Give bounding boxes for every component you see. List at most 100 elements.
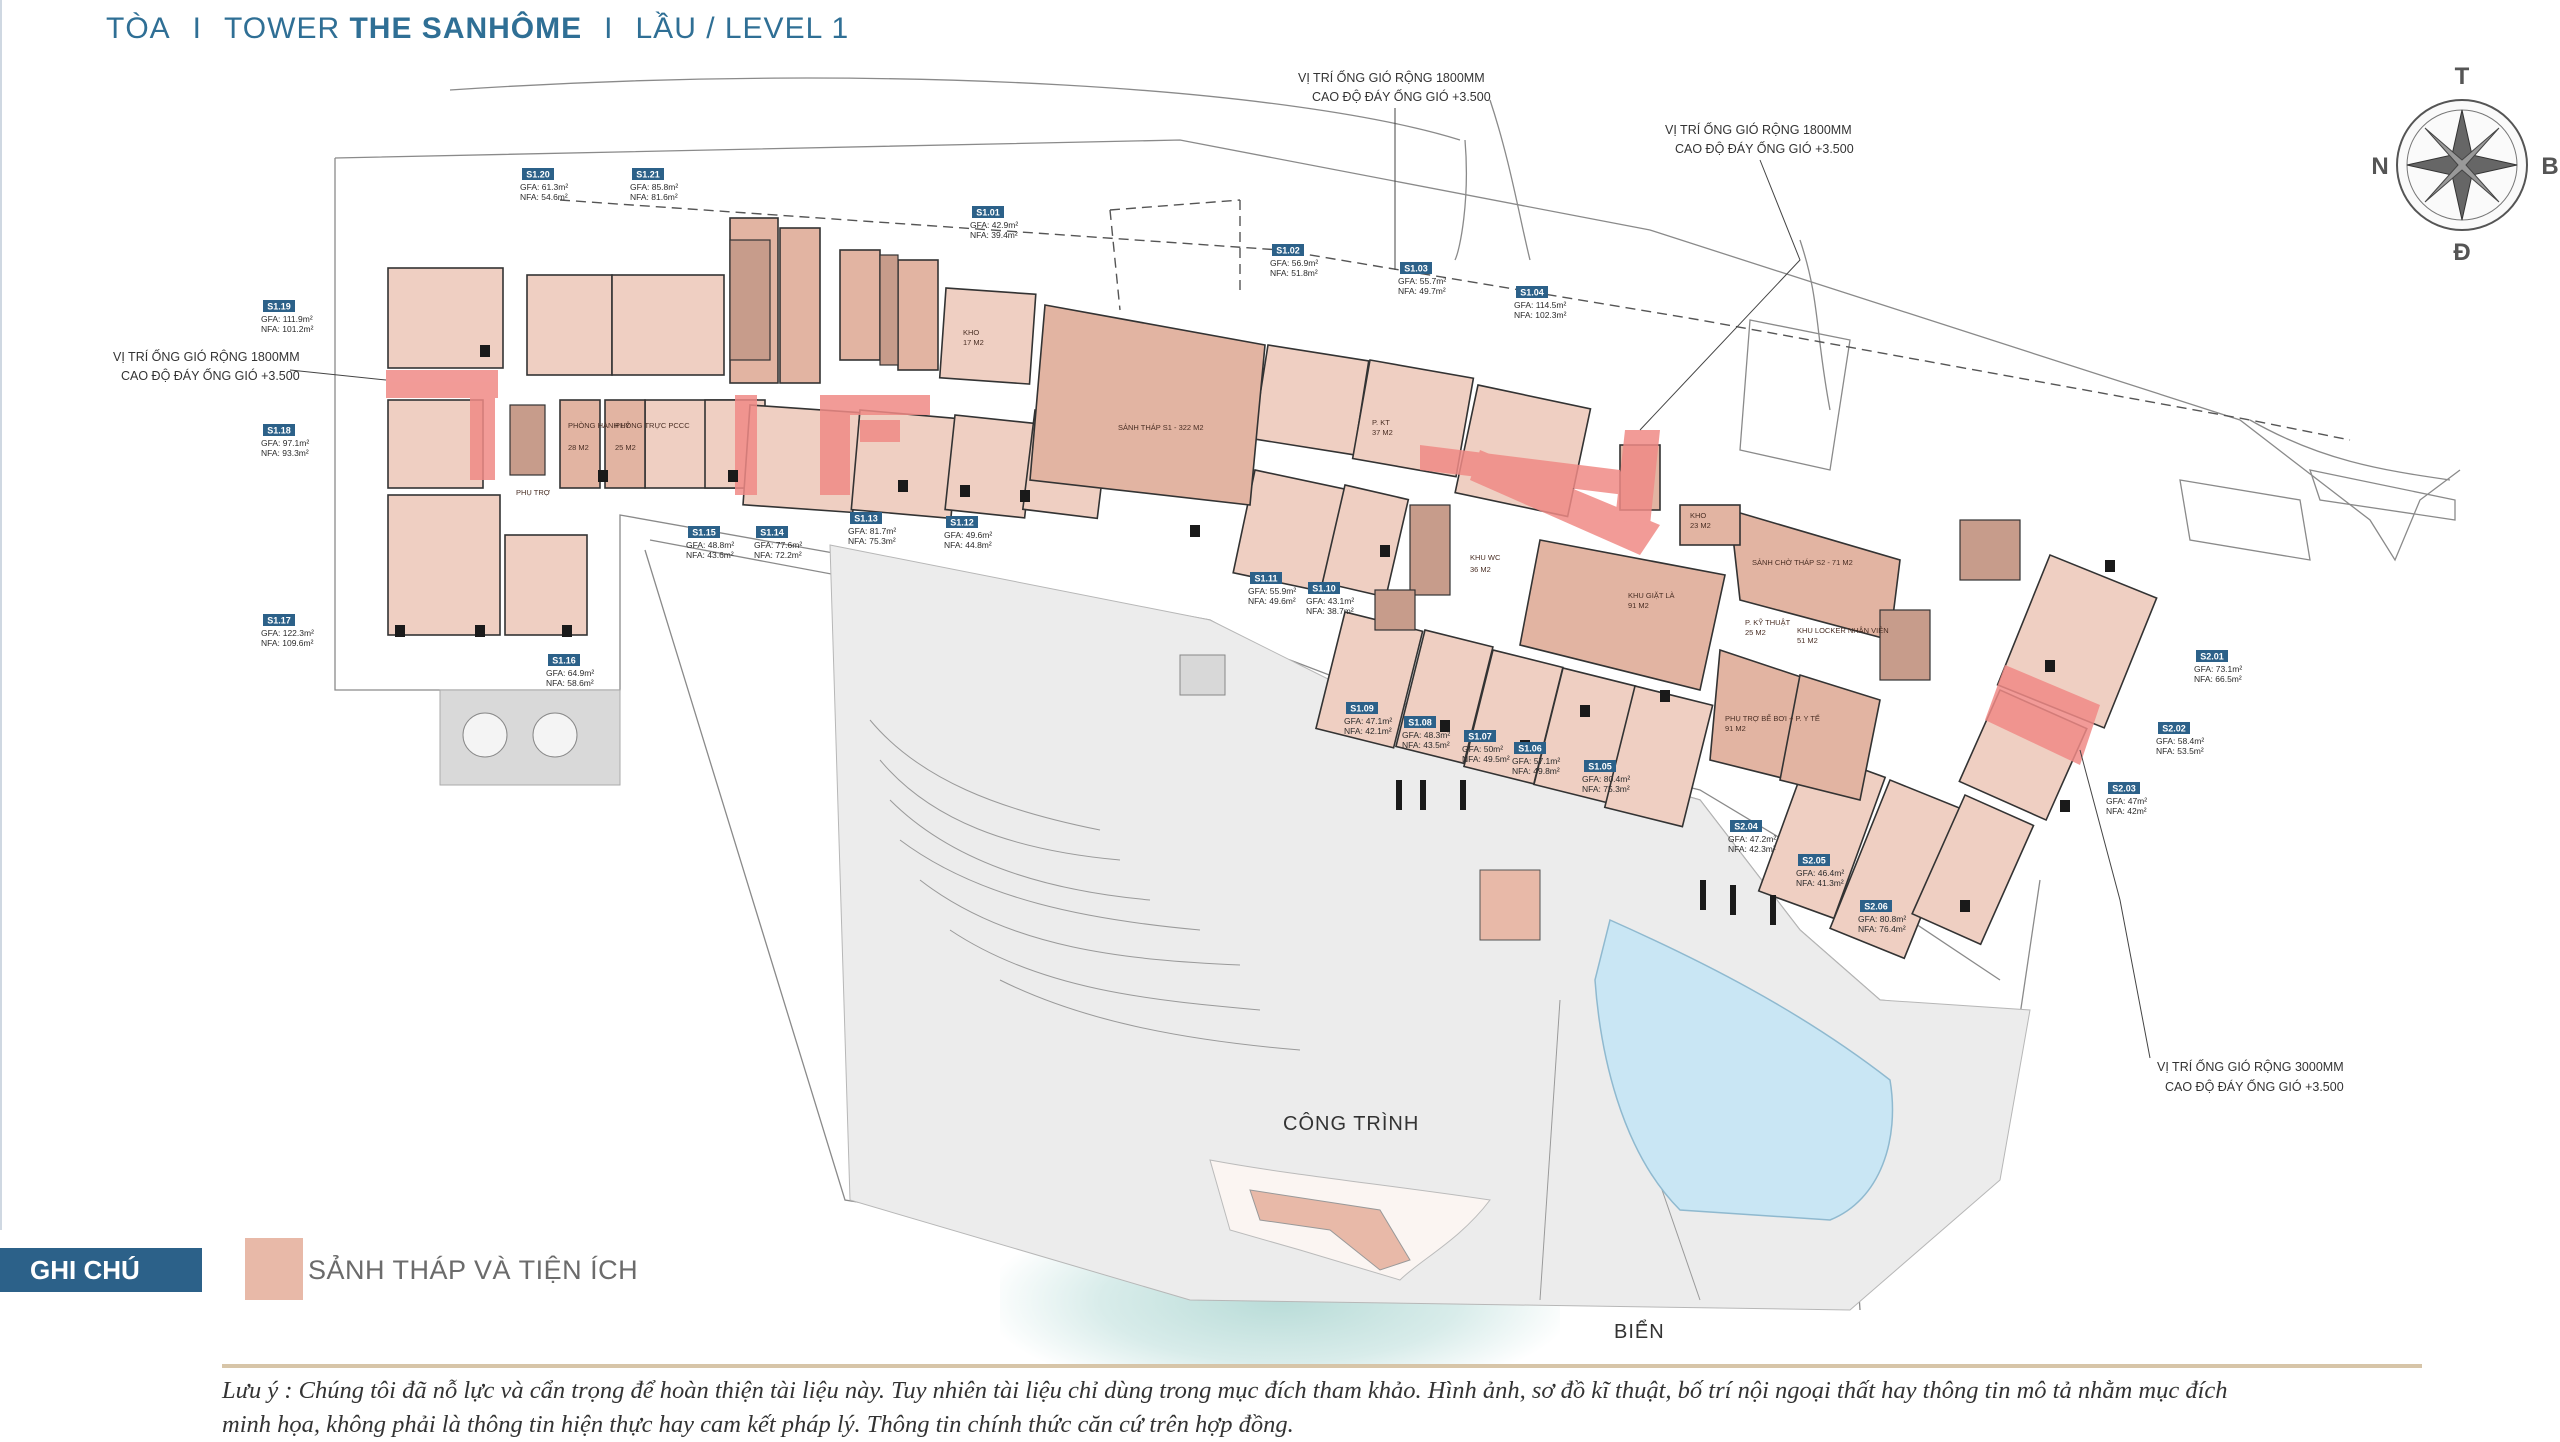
unit-gfa: GFA: 85.8m² (630, 182, 678, 192)
unit-tag-label: S1.03 (1404, 264, 1428, 274)
vent-note-3-line1: VỊ TRÍ ỐNG GIÓ RỘNG 1800MM (113, 349, 300, 364)
unit-nfa: NFA: 43.6m² (686, 550, 734, 560)
unit-gfa: GFA: 122.3m² (261, 628, 314, 638)
unit-tag-box (2158, 722, 2190, 734)
unit-tag-box (1400, 262, 1432, 274)
unit-gfa: GFA: 77.6m² (754, 540, 802, 550)
header-separator-2: I (604, 12, 614, 45)
unit-tag-label: S1.20 (526, 170, 550, 180)
room-pool-support-area: 91 M2 (1725, 724, 1746, 733)
compass-bottom: Đ (2453, 239, 2470, 266)
unit-gfa: GFA: 97.1m² (261, 438, 309, 448)
unit-tag-box (548, 654, 580, 666)
vent-leader-lines (289, 108, 2151, 1059)
unit-tag-label: S1.07 (1468, 732, 1492, 742)
page-header: TÒA I TOWER THE SANHÔME I LẦU / LEVEL 1 (106, 12, 849, 46)
unit-tag-label: S1.01 (976, 208, 1000, 218)
unit-tag-label: S1.02 (1276, 246, 1300, 256)
disclaimer-line-2: minh họa, không phải là thông tin hiện t… (222, 1411, 1294, 1438)
unit-gfa: GFA: 48.3m² (1402, 730, 1450, 740)
boundary-dashed (559, 199, 2351, 441)
unit-gfa: GFA: 43.1m² (1306, 596, 1354, 606)
disclaimer-rule (222, 1364, 2422, 1368)
unit-nfa: NFA: 49.7m² (1398, 286, 1446, 296)
unit-tag-box (1272, 244, 1304, 256)
room-storage-area: 23 M2 (1690, 521, 1711, 530)
unit-nfa: NFA: 109.6m² (261, 638, 314, 648)
header-toa: TÒA (106, 12, 171, 45)
legend-title: GHI CHÚ (0, 1248, 202, 1292)
unit-tag-label: S1.08 (1408, 718, 1432, 728)
unit-gfa: GFA: 111.9m² (261, 314, 313, 324)
unit-tag-label: S2.01 (2200, 652, 2224, 662)
unit-nfa: NFA: 42m² (2106, 806, 2147, 816)
unit-nfa: NFA: 49.6m² (1248, 596, 1296, 606)
unit-tag-box (1584, 760, 1616, 772)
unit-tag-box (850, 512, 882, 524)
unit-gfa: GFA: 80.4m² (1582, 774, 1630, 784)
unit-nfa: NFA: 51.8m² (1270, 268, 1318, 278)
unit-gfa: GFA: 73.1m² (2194, 664, 2242, 674)
unit-tag-label: S1.17 (267, 616, 291, 626)
building-cores (509, 239, 2021, 681)
legend-swatch (245, 1238, 303, 1300)
room-locker-area: 51 M2 (1797, 636, 1818, 645)
disclaimer-line-1: Lưu ý : Chúng tôi đã nỗ lực và cẩn trọng… (222, 1377, 2228, 1404)
amenity-blocks (559, 217, 1901, 801)
unit-nfa: NFA: 42.3m² (1728, 844, 1776, 854)
structural-columns (395, 345, 2115, 925)
room-tech-2-area: 37 M2 (1372, 428, 1393, 437)
unit-gfa: GFA: 114.5m² (1514, 300, 1566, 310)
compass-left: N (2371, 153, 2388, 180)
vent-note-4-line1: VỊ TRÍ ỐNG GIÓ RỘNG 3000MM (2157, 1059, 2344, 1074)
unit-tag-label: S1.05 (1588, 762, 1612, 772)
unit-tag-label: S2.03 (2112, 784, 2136, 794)
unit-gfa: GFA: 61.3m² (520, 182, 568, 192)
landscape-lines (869, 719, 1701, 1301)
header-separator: I (192, 12, 203, 45)
unit-tag-box (946, 516, 978, 528)
unit-nfa: NFA: 49.8m² (1512, 766, 1560, 776)
unit-nfa: NFA: 93.3m² (261, 448, 309, 458)
room-laundry-area: 91 M2 (1628, 601, 1649, 610)
unit-nfa: NFA: 41.3m² (1796, 878, 1844, 888)
unit-nfa: NFA: 58.6m² (546, 678, 594, 688)
unit-tag-box (1346, 702, 1378, 714)
unit-nfa: NFA: 66.5m² (2194, 674, 2242, 684)
unit-nfa: NFA: 75.3m² (1582, 784, 1630, 794)
unit-nfa: NFA: 44.8m² (944, 540, 992, 550)
legend-item-label: SẢNH THÁP VÀ TIỆN ÍCH (308, 1255, 639, 1285)
unit-gfa: GFA: 80.8m² (1858, 914, 1906, 924)
vent-notes: VỊ TRÍ ỐNG GIÓ RỘNG 1800MM CAO ĐỘ ĐÁY ỐN… (113, 70, 2344, 1094)
unit-gfa: GFA: 46.4m² (1796, 868, 1844, 878)
unit-tag-box (688, 526, 720, 538)
unit-tag-box (1514, 742, 1546, 754)
vent-note-4-line2: CAO ĐỘ ĐÁY ỐNG GIÓ +3.500 (2165, 1079, 2344, 1094)
vent-note-2-line2: CAO ĐỘ ĐÁY ỐNG GIÓ +3.500 (1675, 141, 1854, 156)
room-wc: KHU WC (1470, 553, 1501, 562)
header-tower-name: THE SANHÔME (349, 12, 583, 45)
unit-nfa: NFA: 42.1m² (1344, 726, 1392, 736)
unit-tag-box (263, 614, 295, 626)
